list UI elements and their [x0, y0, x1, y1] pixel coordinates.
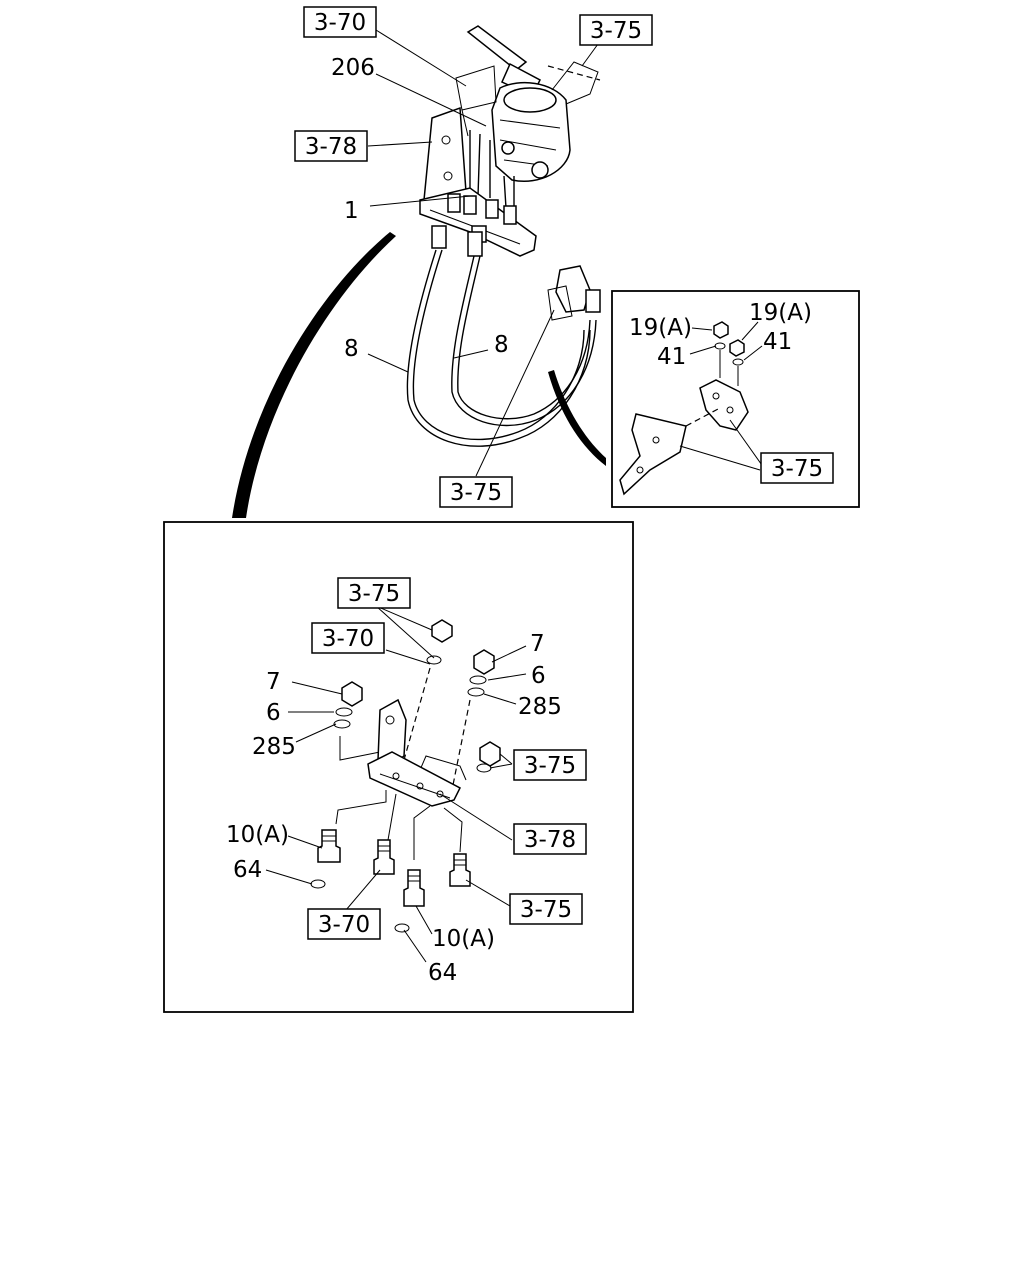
b-ref-label-3-70-top: 3-70 — [322, 626, 374, 652]
b-ref-label-3-75-right: 3-75 — [524, 753, 576, 779]
ref-label-3-75-mid: 3-75 — [450, 480, 502, 506]
b-ref-label-3-70-bottom: 3-70 — [318, 912, 370, 938]
inset-part-41-right: 41 — [763, 329, 792, 355]
ref-box-3-75-top — [579, 14, 653, 46]
b-ref-label-3-75-top: 3-75 — [348, 581, 400, 607]
part-number-206: 206 — [331, 55, 375, 81]
b-part-6-left: 6 — [266, 700, 281, 726]
b-ref-label-3-75-bottom: 3-75 — [520, 897, 572, 923]
inset-bottom-drawing — [310, 619, 501, 933]
b-part-10a-bottom: 10(A) — [432, 926, 495, 952]
inset-frame-bottom — [163, 521, 634, 1013]
b-part-285-right: 285 — [518, 694, 562, 720]
callout-arc-left — [232, 232, 396, 518]
b-part-7-left: 7 — [266, 669, 281, 695]
b-part-6-right: 6 — [531, 663, 546, 689]
b-part-7-right: 7 — [530, 631, 545, 657]
inset-ref-label-3-75: 3-75 — [771, 456, 823, 482]
ref-box-3-75-mid — [439, 476, 513, 508]
valve-assembly-drawing — [419, 25, 601, 257]
bottom-leaders — [265, 605, 527, 963]
inset-ref-box-3-75 — [760, 452, 834, 484]
inset-part-41-left: 41 — [657, 344, 686, 370]
inset-part-19a-left: 19(A) — [629, 315, 692, 341]
ref-box-3-78-top — [294, 130, 368, 162]
b-part-285-left: 285 — [252, 734, 296, 760]
part-number-8-right: 8 — [494, 332, 509, 358]
ref-box-3-70-top — [303, 6, 377, 38]
b-part-64-left: 64 — [233, 857, 262, 883]
b-ref-box-3-75-right — [513, 749, 587, 781]
part-number-1: 1 — [344, 198, 359, 224]
b-part-10a-left: 10(A) — [226, 822, 289, 848]
inset-part-19a-right: 19(A) — [749, 300, 812, 326]
callout-arc-right — [548, 370, 606, 466]
inset-right-drawing — [619, 321, 765, 496]
part-number-8-left: 8 — [344, 336, 359, 362]
ref-label-3-78-top: 3-78 — [305, 134, 357, 160]
ref-label-3-75-top: 3-75 — [590, 18, 642, 44]
b-ref-box-3-75-top — [337, 577, 411, 609]
b-ref-label-3-78: 3-78 — [524, 827, 576, 853]
b-ref-box-3-70-bottom — [307, 908, 381, 940]
b-part-64-bottom: 64 — [428, 960, 457, 986]
b-ref-box-3-78 — [513, 823, 587, 855]
top-leaders — [367, 29, 599, 477]
b-ref-box-3-70-top — [311, 622, 385, 654]
ref-label-3-70-top: 3-70 — [314, 10, 366, 36]
b-ref-box-3-75-bottom — [509, 893, 583, 925]
brake-hoses — [406, 249, 601, 447]
inset-frame-right — [611, 290, 860, 508]
